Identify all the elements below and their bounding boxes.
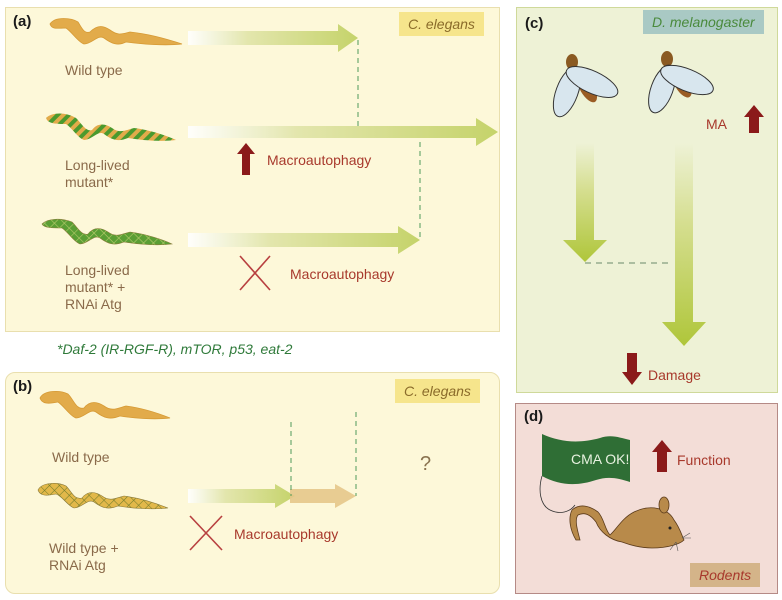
flag-text: CMA OK!: [571, 451, 630, 467]
worm-label-wt-rnai-line2: RNAi Atg: [49, 557, 106, 573]
worm-long-lived-mutant: [46, 113, 176, 141]
up-arrow-icon: [744, 105, 764, 133]
fly-icon: [648, 51, 714, 114]
ma-label: MA: [706, 116, 727, 132]
panel-label-d: (d): [524, 408, 544, 425]
cross-icon: [239, 255, 271, 291]
species-label-b: C. elegans: [395, 379, 480, 403]
species-label-a: C. elegans: [399, 12, 484, 36]
damage-label: Damage: [648, 367, 701, 383]
lifespan-arrow-fly-ma: [662, 143, 706, 346]
worm-label-long-lived-line1: Long-lived: [65, 157, 130, 173]
worm-label-wild-type-b: Wild type: [52, 449, 110, 465]
worm-long-lived-mutant-rnai: [41, 218, 174, 246]
lifespan-arrow-wild-type-rnai: [188, 484, 295, 508]
worm-label-rnai-line1: Long-lived: [65, 262, 130, 278]
lifespan-arrow-long-lived-rnai: [188, 226, 420, 254]
worm-wild-type-b: [39, 390, 171, 420]
function-label: Function: [677, 452, 731, 468]
flag-icon: [539, 434, 630, 513]
lifespan-arrow-long-lived: [188, 118, 498, 146]
down-arrow-icon: [622, 353, 642, 385]
panel-d: [515, 403, 778, 594]
unknown-outcome-marker: ?: [420, 453, 432, 475]
worm-wild-type-rnai: [37, 483, 169, 510]
macroautophagy-blocked-label: Macroautophagy: [290, 266, 395, 282]
worm-wild-type-a: [49, 18, 183, 46]
mouse-icon: [569, 496, 691, 552]
footnote: *Daf-2 (IR-RGF-R), mTOR, p53, eat-2: [57, 341, 293, 357]
worm-label-wt-rnai-line1: Wild type +: [49, 540, 119, 556]
species-label-c: D. melanogaster: [643, 10, 764, 34]
lifespan-arrow-fly-control: [563, 143, 607, 262]
lifespan-arrow-wild-type: [188, 24, 358, 52]
panel-label-a: (a): [13, 13, 32, 30]
panel-label-b: (b): [13, 378, 33, 395]
macroautophagy-blocked-label-b: Macroautophagy: [234, 526, 339, 542]
lifespan-arrow-wild-type-extended: [290, 484, 356, 508]
fly-icon: [552, 54, 619, 118]
worm-label-rnai-line3: RNAi Atg: [65, 296, 122, 312]
panel-a: [5, 7, 500, 332]
worm-label-rnai-line2: mutant* +: [65, 279, 126, 295]
up-arrow-icon: [237, 143, 255, 175]
worm-label-long-lived-line2: mutant*: [65, 174, 114, 190]
species-label-d: Rodents: [690, 563, 761, 587]
worm-label-wild-type: Wild type: [65, 62, 123, 78]
panel-c: [516, 7, 778, 393]
cross-icon: [189, 515, 223, 551]
up-arrow-icon: [652, 440, 672, 472]
macroautophagy-up-label: Macroautophagy: [267, 152, 372, 168]
panel-label-c: (c): [525, 15, 544, 32]
